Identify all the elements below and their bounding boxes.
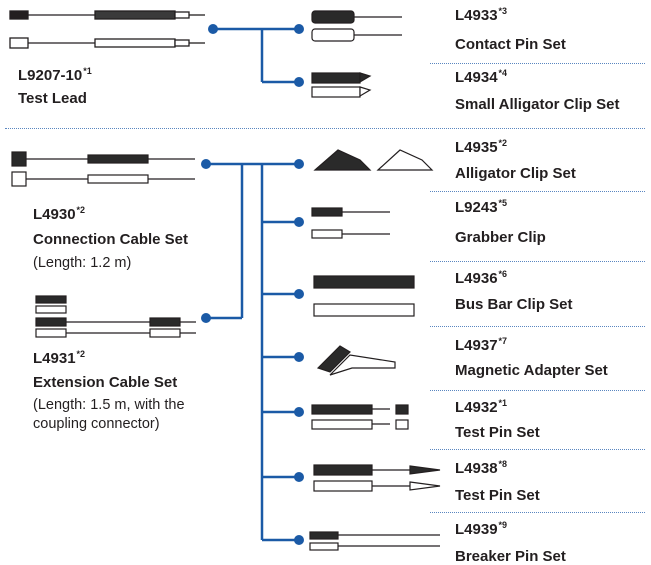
product-code: L9207-10*1 — [18, 66, 92, 84]
bottom-group-dots — [201, 159, 304, 545]
product-code: L9243*5 — [455, 198, 508, 216]
product-note: (Length: 1.2 m) — [33, 255, 132, 271]
source-l4931: L4931*2 Extension Cable Set (Length: 1.5… — [33, 349, 185, 434]
alligator-clip-image — [313, 149, 434, 171]
source-l4930: L4930*2 Connection Cable Set (Length: 1.… — [33, 205, 188, 273]
product-name: Contact Pin Set — [455, 36, 566, 53]
product-code: L4933*3 — [455, 6, 508, 24]
product-code: L4931*2 — [33, 349, 86, 367]
product-note-line-1: (Length: 1.5 m, with the — [33, 397, 185, 413]
separator-937 — [430, 390, 645, 391]
product-name: Grabber Clip — [455, 229, 546, 246]
product-code: L4939*9 — [455, 520, 508, 538]
product-code: L4934*4 — [455, 68, 508, 86]
bottom-group-connectors — [206, 162, 299, 542]
breaker-pin-image — [309, 531, 440, 551]
separator-9243 — [430, 261, 645, 262]
connection-cable-image — [11, 151, 195, 187]
product-name: Test Lead — [18, 90, 87, 107]
product-code: L4930*2 — [33, 205, 86, 223]
top-group-dots — [208, 24, 304, 87]
accessory-l4938: L4938*8 Test Pin Set — [455, 459, 540, 504]
accessory-l4932: L4932*1 Test Pin Set — [455, 398, 540, 441]
separator-932 — [430, 449, 645, 450]
separator-935 — [430, 191, 645, 192]
source-l9207-10: L9207-10*1 Test Lead — [18, 66, 92, 107]
magnetic-adapter-image — [316, 345, 396, 376]
product-code: L4937*7 — [455, 336, 508, 354]
small-alligator-image — [311, 72, 372, 98]
accessory-l4933: L4933*3 Contact Pin Set — [455, 6, 566, 53]
product-name: Alligator Clip Set — [455, 165, 576, 182]
bus-bar-clip-image — [313, 275, 415, 317]
product-name: Test Pin Set — [455, 424, 540, 441]
separator-top-group — [5, 128, 645, 129]
extension-cable-image — [35, 295, 196, 338]
contact-pin-image — [311, 10, 402, 42]
product-note-line-2: coupling connector) — [33, 416, 160, 432]
product-code: L4932*1 — [455, 398, 508, 416]
product-name: Magnetic Adapter Set — [455, 362, 608, 379]
accessory-l4939: L4939*9 Breaker Pin Set — [455, 520, 566, 565]
accessory-l9243: L9243*5 Grabber Clip — [455, 198, 546, 246]
test-pin-438-image — [313, 464, 441, 492]
separator-938 — [430, 512, 645, 513]
test-lead-image — [9, 10, 205, 49]
accessory-l4937: L4937*7 Magnetic Adapter Set — [455, 336, 608, 379]
separator-936 — [430, 326, 645, 327]
accessory-l4935: L4935*2 Alligator Clip Set — [455, 138, 576, 182]
accessory-l4936: L4936*6 Bus Bar Clip Set — [455, 269, 573, 313]
top-group-connectors — [213, 27, 299, 84]
product-name: Test Pin Set — [455, 487, 540, 504]
product-name: Bus Bar Clip Set — [455, 296, 573, 313]
grabber-clip-image — [311, 207, 390, 239]
separator-433 — [430, 63, 645, 64]
accessory-l4934: L4934*4 Small Alligator Clip Set — [455, 68, 619, 113]
product-code: L4935*2 — [455, 138, 508, 156]
product-name: Connection Cable Set — [33, 231, 189, 248]
product-name: Small Alligator Clip Set — [455, 96, 620, 113]
test-pin-432-image — [311, 404, 409, 430]
product-code: L4938*8 — [455, 459, 508, 477]
product-name: Breaker Pin Set — [455, 548, 566, 565]
product-name: Extension Cable Set — [33, 374, 178, 391]
product-code: L4936*6 — [455, 269, 508, 287]
